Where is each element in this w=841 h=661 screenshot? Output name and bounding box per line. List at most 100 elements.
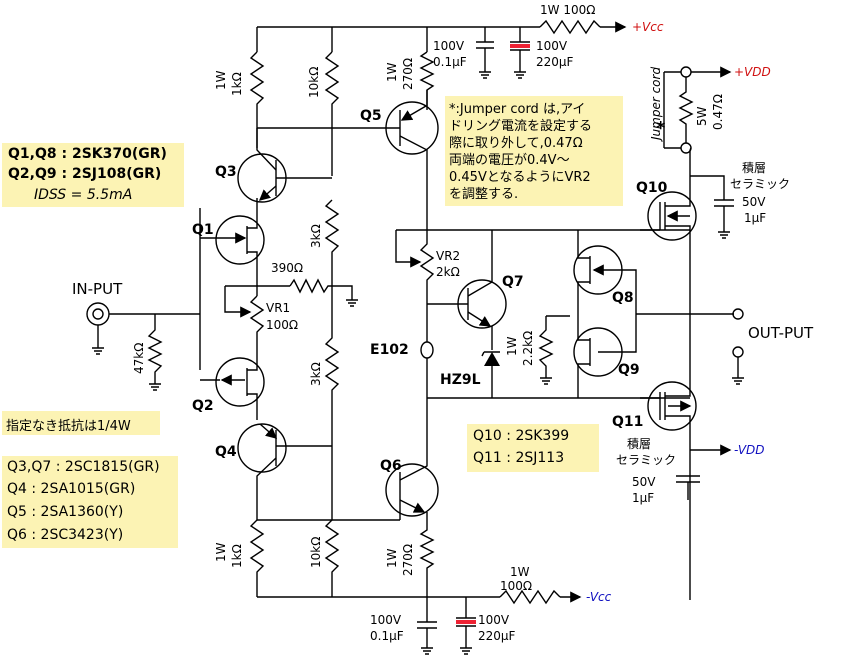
cap-top-1-value: 0.1μF [433, 55, 467, 69]
bjt-note: Q3,Q7 : 2SC1815(GR) Q4 : 2SA1015(GR) Q5 … [2, 456, 178, 548]
cap-q11-type-1: 積層 [627, 436, 651, 451]
cap-bot-2-value: 220μF [478, 629, 516, 643]
jumper-note-line-1: *:Jumper cord は,アイ [449, 102, 586, 117]
q10-label: Q10 [636, 180, 668, 196]
resistor-bot-mid [324, 519, 340, 597]
output-terminal[interactable] [732, 308, 744, 320]
vr1-label: VR1 [266, 301, 290, 315]
fet-note-line-2: Q2,Q9 : 2SJ108(GR) [8, 166, 162, 182]
jumper-mark: * [656, 118, 666, 139]
q9-label: Q9 [618, 362, 640, 378]
cap-bot-2-voltage: 100V [478, 613, 510, 627]
vr2-value: 2kΩ [436, 265, 460, 279]
bjt-note-line-2: Q4 : 2SA1015(GR) [7, 481, 136, 497]
q1-label: Q1 [192, 222, 214, 238]
r-q5-value: 270Ω [401, 58, 415, 90]
vr1-value: 100Ω [266, 318, 298, 332]
jumper-note-line-6: を調整する. [449, 187, 519, 202]
cap-q11 [676, 475, 700, 500]
r-top-left-power: 1W [214, 70, 228, 90]
r-390-value: 390Ω [271, 261, 303, 275]
e102-label: E102 [370, 342, 409, 358]
mos-note-line-1: Q10 : 2SK399 [473, 428, 570, 444]
q1-transistor [215, 198, 265, 286]
r-q6-power: 1W [385, 548, 399, 568]
q7-transistor [427, 230, 507, 329]
r-bot-vcc-power: 1W [510, 565, 530, 579]
output-ground-terminal[interactable] [732, 346, 744, 358]
cap-bot-1-voltage: 100V [370, 613, 402, 627]
r-bot-mid-value: 10kΩ [309, 537, 323, 568]
cap-q10-value: 1μF [744, 211, 766, 225]
r-bot-left-value: 1kΩ [230, 544, 244, 568]
bjt-note-line-4: Q6 : 2SC3423(Y) [7, 527, 124, 543]
vcc-positive-label: +Vcc [632, 20, 664, 34]
cap-q11-type-2: セラミック [616, 453, 676, 467]
cap-top-2-voltage: 100V [536, 39, 568, 53]
jumper-note-line-2: ドリング電流を設定する [449, 119, 593, 134]
fet-note: Q1,Q8 : 2SK370(GR) Q2,Q9 : 2SJ108(GR) ID… [2, 143, 184, 207]
jumper-note: *:Jumper cord は,アイ ドリング電流を設定する 際に取り外して,0… [445, 96, 623, 206]
q3-label: Q3 [215, 164, 237, 180]
q6-transistor [385, 398, 439, 520]
resistor-top-left [249, 51, 265, 128]
q4-transistor [237, 423, 332, 520]
mos-note: Q10 : 2SK399 Q11 : 2SJ113 [467, 424, 599, 472]
e102-diode [420, 330, 434, 398]
output-label: OUT-PUT [748, 324, 814, 342]
q8-transistor [573, 230, 637, 330]
q8-label: Q8 [612, 290, 634, 306]
cap-top-2-value: 220μF [536, 55, 574, 69]
r-top-mid-value: 10kΩ [307, 67, 321, 98]
bjt-note-line-3: Q5 : 2SA1360(Y) [7, 504, 124, 520]
r-mid-upper-value: 3kΩ [309, 224, 323, 248]
resistor-47k [147, 314, 163, 391]
q6-label: Q6 [380, 458, 402, 474]
cap-q10 [690, 175, 734, 239]
r-jumper-power: 5W [695, 106, 709, 126]
top-rail [256, 19, 627, 52]
cap-q10-type-2: セラミック [730, 177, 790, 191]
q11-transistor [640, 381, 697, 431]
resistor-q5 [419, 51, 435, 110]
hz9l-zener [481, 326, 500, 398]
resistor-q6 [419, 512, 435, 597]
resistor-mid-upper [324, 199, 340, 286]
q10-transistor [640, 191, 697, 248]
vr1-potentiometer [224, 285, 265, 360]
resistor-bot-left [249, 519, 265, 597]
r-q6-value: 270Ω [401, 544, 415, 576]
q4-label: Q4 [215, 444, 237, 460]
q7-label: Q7 [502, 274, 524, 290]
r-1w-q7-label: 1W [505, 336, 519, 356]
jumper-note-line-5: 0.45VとなるようにVR2 [449, 170, 591, 185]
jumper-note-line-4: 両端の電圧が0.4V～ [449, 153, 570, 168]
idss-note: IDSS = 5.5mA [34, 187, 133, 203]
resistor-top-mid [324, 51, 340, 128]
q2-label: Q2 [192, 398, 214, 414]
q9-transistor [573, 314, 637, 398]
cap-bot-1-value: 0.1μF [370, 629, 404, 643]
resistor-2k2 [538, 315, 570, 385]
vr2-label: VR2 [436, 249, 460, 263]
q5-label: Q5 [360, 108, 382, 124]
cap-top-1-voltage: 100V [433, 39, 465, 53]
mos-note-line-2: Q11 : 2SJ113 [473, 450, 565, 466]
vr2-potentiometer [395, 229, 435, 330]
vcc-negative-label: -Vcc [586, 590, 612, 604]
fet-note-line-1: Q1,Q8 : 2SK370(GR) [8, 146, 167, 162]
r-47k-value: 47kΩ [132, 343, 146, 374]
cap-q10-type-1: 積層 [742, 160, 766, 175]
r-jumper-value: 0.47Ω [711, 94, 725, 130]
vdd-positive-label: +VDD [734, 65, 771, 79]
cap-q11-value: 1μF [632, 491, 654, 505]
bottom-rail [257, 589, 582, 655]
r-bot-vcc-value: 100Ω [500, 579, 532, 593]
q2-transistor [215, 357, 265, 420]
q5-transistor [385, 90, 439, 230]
r-mid-lower-value: 3kΩ [309, 362, 323, 386]
resistor-note-text: 指定なき抵抗は1/4W [6, 419, 131, 434]
resistor-note: 指定なき抵抗は1/4W [2, 411, 160, 435]
